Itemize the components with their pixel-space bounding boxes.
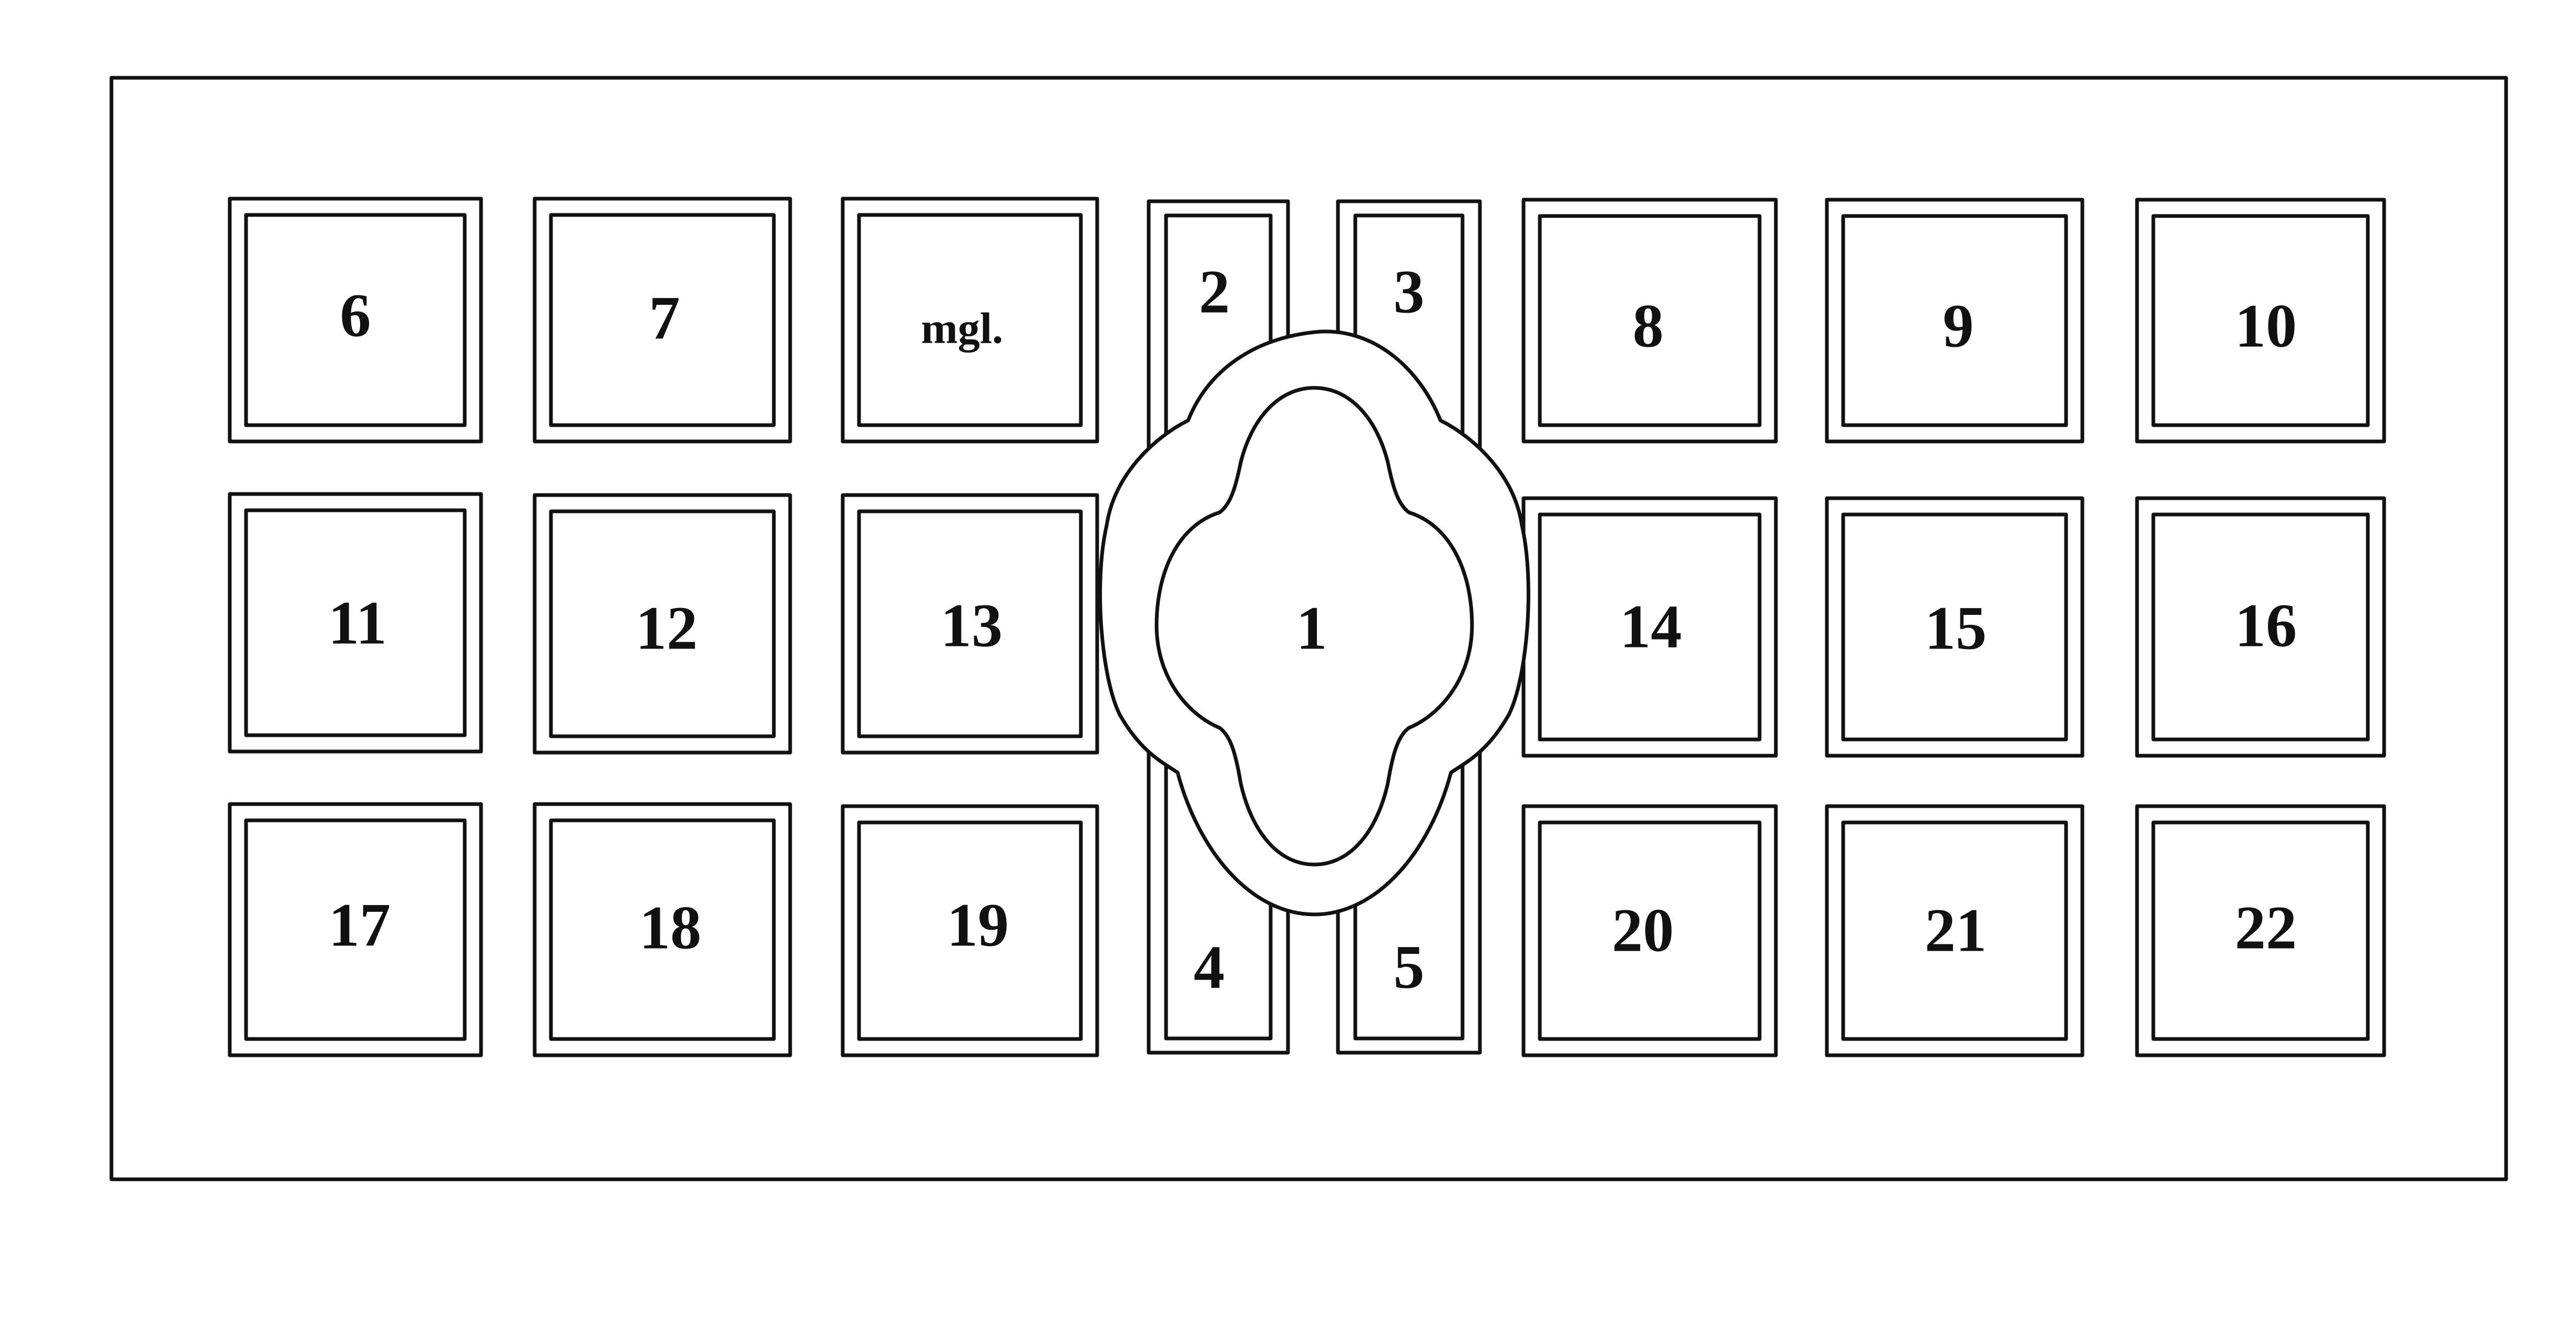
plot-13-label: 13 (941, 591, 1003, 660)
plot-12: 12 (533, 493, 792, 755)
plot-6-label: 6 (340, 281, 371, 350)
plot-18-label: 18 (639, 893, 701, 962)
plot-17: 17 (228, 802, 483, 1057)
plot-2-label: 2 (1199, 258, 1230, 326)
plot-15: 15 (1825, 496, 2084, 758)
plot-1-label: 1 (1296, 594, 1327, 663)
plot-17-label: 17 (329, 891, 391, 960)
plot-16-label: 16 (2235, 591, 2297, 660)
plot-18: 18 (533, 802, 792, 1057)
plot-13: 13 (841, 493, 1099, 755)
plot-20: 20 (1521, 804, 1778, 1057)
plot-20-label: 20 (1612, 896, 1674, 965)
outer-frame (109, 76, 2508, 1181)
plot-mgl-label: mgl. (921, 304, 1003, 353)
plot-19: 19 (841, 804, 1099, 1057)
plot-4-label: 4 (1194, 933, 1225, 1002)
plot-1-quatrefoil: 1 (1098, 330, 1530, 917)
plot-5-label: 5 (1394, 933, 1425, 1002)
plot-6: 6 (228, 197, 483, 444)
plot-7-label: 7 (649, 284, 680, 353)
plot-10: 10 (2135, 198, 2386, 444)
plot-8-label: 8 (1633, 292, 1664, 361)
plot-15-label: 15 (1925, 594, 1987, 663)
plot-12-label: 12 (636, 594, 698, 663)
plot-21-label: 21 (1925, 896, 1987, 965)
plot-mgl: mgl. (841, 197, 1099, 444)
plot-16: 16 (2135, 496, 2386, 758)
plot-9-label: 9 (1943, 292, 1974, 361)
plot-11: 11 (228, 492, 483, 754)
plot-3-label: 3 (1394, 258, 1425, 326)
plot-19-label: 19 (947, 891, 1009, 960)
plot-7: 7 (533, 197, 792, 444)
plot-14-label: 14 (1620, 592, 1682, 661)
plot-14: 14 (1521, 496, 1778, 758)
plot-8: 8 (1521, 198, 1778, 444)
plot-10-label: 10 (2235, 292, 2297, 361)
plot-11-label: 11 (328, 589, 387, 657)
plot-9: 9 (1825, 198, 2084, 444)
plot-21: 21 (1825, 804, 2084, 1057)
plot-22-label: 22 (2235, 893, 2297, 962)
plot-22: 22 (2135, 804, 2386, 1057)
